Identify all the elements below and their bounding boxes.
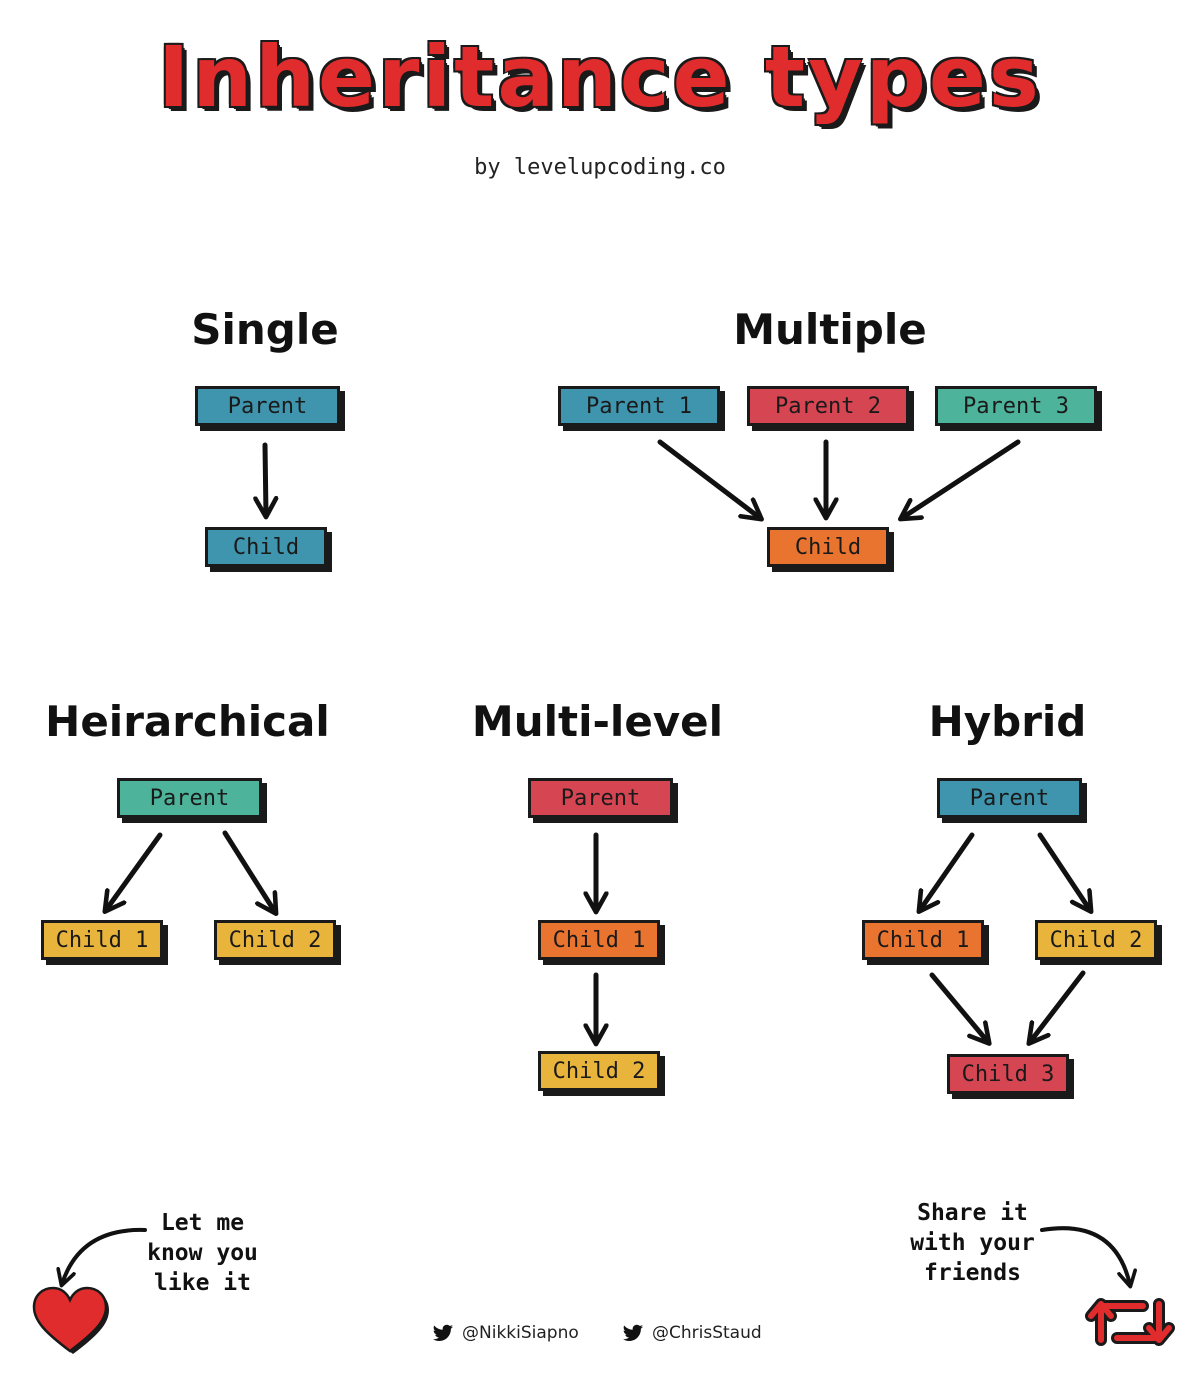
hybrid-heading: Hybrid — [928, 697, 1087, 746]
multiple-child-node: Child — [767, 527, 889, 567]
multilevel-parent-node: Parent — [528, 778, 673, 818]
hierarchical-child2-node: Child 2 — [214, 920, 336, 960]
multilevel-child2-node: Child 2 — [538, 1051, 660, 1091]
page-subtitle: by levelupcoding.co — [474, 155, 726, 180]
multiple-parent2-node: Parent 2 — [747, 386, 909, 426]
multiple-arrow-1 — [657, 439, 760, 518]
hierarchical-heading: Heirarchical — [45, 697, 330, 746]
hybrid-parent-node: Parent — [937, 778, 1082, 818]
hybrid-child3-node: Child 3 — [947, 1054, 1069, 1094]
hybrid-arrow-3 — [929, 972, 988, 1042]
share-note-arrow — [1040, 1226, 1130, 1285]
heart-icon[interactable] — [30, 1285, 110, 1355]
handle-nikki[interactable]: @NikkiSiapno — [432, 1322, 579, 1344]
hybrid-child2-node: Child 2 — [1035, 920, 1157, 960]
single-child-node: Child — [205, 527, 327, 567]
hybrid-arrow-4 — [1030, 970, 1086, 1042]
hierarchical-parent-node: Parent — [117, 778, 262, 818]
handle-nikki-text: @NikkiSiapno — [462, 1323, 579, 1343]
page-title: Inheritance types — [158, 28, 1042, 126]
like-note: Let me know you like it — [147, 1210, 258, 1296]
hybrid-arrow-2 — [1037, 832, 1090, 910]
multilevel-child1-node: Child 1 — [538, 920, 660, 960]
hierarchical-arrow-1 — [106, 832, 163, 910]
multiple-arrow-3 — [902, 439, 1021, 518]
share-note: Share it with your friends — [910, 1200, 1035, 1286]
handle-chris[interactable]: @ChrisStaud — [622, 1322, 762, 1344]
single-arrow — [265, 442, 266, 515]
hybrid-child1-node: Child 1 — [862, 920, 984, 960]
single-heading: Single — [191, 305, 339, 354]
multiple-heading: Multiple — [733, 305, 927, 354]
single-parent-node: Parent — [195, 386, 340, 426]
multilevel-heading: Multi-level — [471, 697, 724, 746]
hierarchical-arrow-2 — [222, 830, 275, 912]
hybrid-arrow-1 — [920, 832, 975, 910]
twitter-bird-icon — [622, 1324, 644, 1341]
multiple-parent1-node: Parent 1 — [558, 386, 720, 426]
hierarchical-child1-node: Child 1 — [41, 920, 163, 960]
multiple-parent3-node: Parent 3 — [935, 386, 1097, 426]
twitter-bird-icon — [432, 1324, 454, 1341]
handle-chris-text: @ChrisStaud — [652, 1323, 762, 1343]
retweet-icon[interactable] — [1085, 1292, 1175, 1352]
